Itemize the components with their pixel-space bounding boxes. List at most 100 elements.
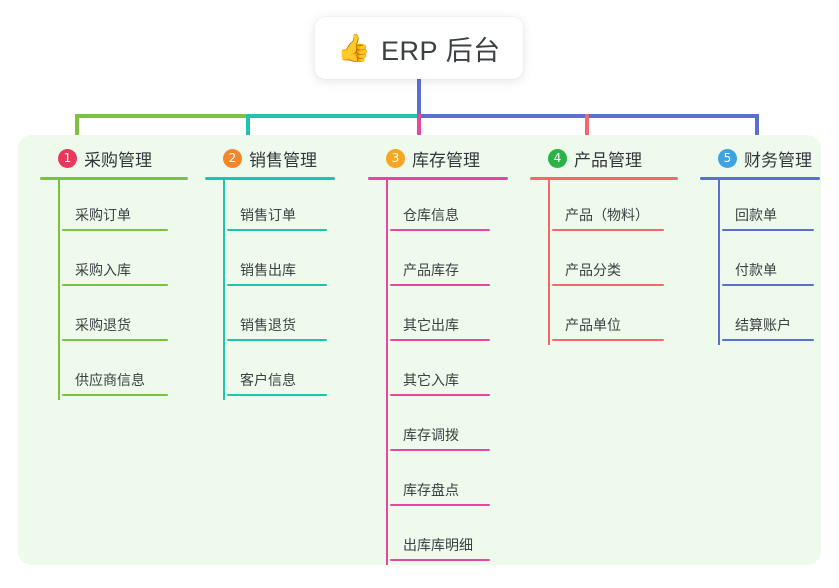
branch-item-label: 库存盘点 xyxy=(403,482,459,498)
branch-item-body: 采购退货 xyxy=(62,315,188,345)
branch-header-5[interactable]: 5 财务管理 xyxy=(700,145,820,171)
branch-underline xyxy=(40,177,188,180)
branch-column-2: 2 销售管理销售订单销售出库销售退货客户信息 xyxy=(205,145,335,400)
branch-item[interactable]: 产品库存 xyxy=(368,235,508,290)
thumbs-up-icon: 👍 xyxy=(337,32,372,63)
branch-item[interactable]: 采购退货 xyxy=(40,290,188,345)
branch-underline xyxy=(368,177,508,180)
branch-item-underline xyxy=(227,229,327,231)
branch-item-body: 销售退货 xyxy=(227,315,335,345)
branch-header-3[interactable]: 3 库存管理 xyxy=(368,145,508,171)
branch-item-label: 回款单 xyxy=(735,207,777,223)
branch-item-label: 出库库明细 xyxy=(403,537,473,553)
branch-item-label: 销售出库 xyxy=(240,262,296,278)
branch-number-badge: 2 xyxy=(223,148,242,168)
branch-items: 仓库信息产品库存其它出库其它入库库存调拨库存盘点出库库明细 xyxy=(368,180,508,565)
branch-item-underline xyxy=(390,449,490,451)
branch-title: 销售管理 xyxy=(249,150,317,170)
branch-item-label: 采购退货 xyxy=(75,317,131,333)
branch-item[interactable]: 出库库明细 xyxy=(368,510,508,565)
branch-item[interactable]: 采购入库 xyxy=(40,235,188,290)
branch-item-underline xyxy=(552,284,664,286)
branch-title: 采购管理 xyxy=(84,150,152,170)
branch-item[interactable]: 销售订单 xyxy=(205,180,335,235)
branch-item-label: 产品（物料） xyxy=(565,207,649,223)
branch-column-5: 5 财务管理回款单付款单结算账户 xyxy=(700,145,820,345)
root-node[interactable]: 👍 ERP 后台 xyxy=(315,17,523,79)
branch-item-body: 客户信息 xyxy=(227,370,335,400)
branch-number-badge: 5 xyxy=(718,148,737,168)
branch-item-underline xyxy=(390,339,490,341)
branch-spine xyxy=(386,180,388,565)
branch-title: 库存管理 xyxy=(412,150,480,170)
branch-item[interactable]: 产品单位 xyxy=(530,290,678,345)
branch-item[interactable]: 产品（物料） xyxy=(530,180,678,235)
branch-item[interactable]: 其它入库 xyxy=(368,345,508,400)
branch-item-label: 销售订单 xyxy=(240,207,296,223)
branch-title: 产品管理 xyxy=(574,150,642,170)
branch-item[interactable]: 付款单 xyxy=(700,235,820,290)
branch-header-2[interactable]: 2 销售管理 xyxy=(205,145,335,171)
branch-item[interactable]: 其它出库 xyxy=(368,290,508,345)
branch-item-label: 采购入库 xyxy=(75,262,131,278)
branch-item-underline xyxy=(62,394,168,396)
branch-item-body: 其它出库 xyxy=(390,315,508,345)
branch-item-label: 仓库信息 xyxy=(403,207,459,223)
branch-item-underline xyxy=(227,394,327,396)
branch-item-underline xyxy=(62,339,168,341)
branch-item-label: 供应商信息 xyxy=(75,372,145,388)
branch-item[interactable]: 客户信息 xyxy=(205,345,335,400)
branch-item-label: 其它出库 xyxy=(403,317,459,333)
branch-spine xyxy=(58,180,60,400)
branch-item-body: 采购入库 xyxy=(62,260,188,290)
root-title: ERP 后台 xyxy=(381,35,501,66)
branch-item-label: 产品库存 xyxy=(403,262,459,278)
branch-item[interactable]: 结算账户 xyxy=(700,290,820,345)
branch-item-underline xyxy=(62,284,168,286)
branch-item-body: 付款单 xyxy=(722,260,820,290)
branch-item[interactable]: 销售出库 xyxy=(205,235,335,290)
branch-item-body: 销售订单 xyxy=(227,205,335,235)
branch-item[interactable]: 产品分类 xyxy=(530,235,678,290)
branch-underline xyxy=(530,177,678,180)
branch-item[interactable]: 仓库信息 xyxy=(368,180,508,235)
branch-item-label: 产品单位 xyxy=(565,317,621,333)
branch-item-underline xyxy=(227,284,327,286)
branch-item-underline xyxy=(390,504,490,506)
branch-title: 财务管理 xyxy=(744,150,812,170)
branch-column-3: 3 库存管理仓库信息产品库存其它出库其它入库库存调拨库存盘点出库库明细 xyxy=(368,145,508,565)
branch-item-underline xyxy=(390,284,490,286)
branch-item-underline xyxy=(390,229,490,231)
branch-item[interactable]: 采购订单 xyxy=(40,180,188,235)
branch-item-underline xyxy=(722,339,814,341)
branch-item-body: 产品分类 xyxy=(552,260,678,290)
branch-spine xyxy=(718,180,720,345)
branch-item[interactable]: 销售退货 xyxy=(205,290,335,345)
branch-item[interactable]: 供应商信息 xyxy=(40,345,188,400)
branch-items: 回款单付款单结算账户 xyxy=(700,180,820,345)
branch-number-badge: 3 xyxy=(386,148,405,168)
branch-item-body: 产品（物料） xyxy=(552,205,678,235)
branch-item-body: 产品库存 xyxy=(390,260,508,290)
branch-item-label: 其它入库 xyxy=(403,372,459,388)
branch-item-label: 库存调拨 xyxy=(403,427,459,443)
branch-item-body: 库存盘点 xyxy=(390,480,508,510)
branch-item-label: 客户信息 xyxy=(240,372,296,388)
branch-spine xyxy=(548,180,550,345)
branch-item-body: 产品单位 xyxy=(552,315,678,345)
branch-item[interactable]: 库存盘点 xyxy=(368,455,508,510)
branch-item-body: 库存调拨 xyxy=(390,425,508,455)
branch-item-label: 付款单 xyxy=(735,262,777,278)
branch-item-underline xyxy=(227,339,327,341)
branch-item-body: 采购订单 xyxy=(62,205,188,235)
branch-item[interactable]: 回款单 xyxy=(700,180,820,235)
branch-item-underline xyxy=(552,229,664,231)
branch-item-body: 出库库明细 xyxy=(390,535,508,565)
branch-item[interactable]: 库存调拨 xyxy=(368,400,508,455)
branch-item-body: 回款单 xyxy=(722,205,820,235)
